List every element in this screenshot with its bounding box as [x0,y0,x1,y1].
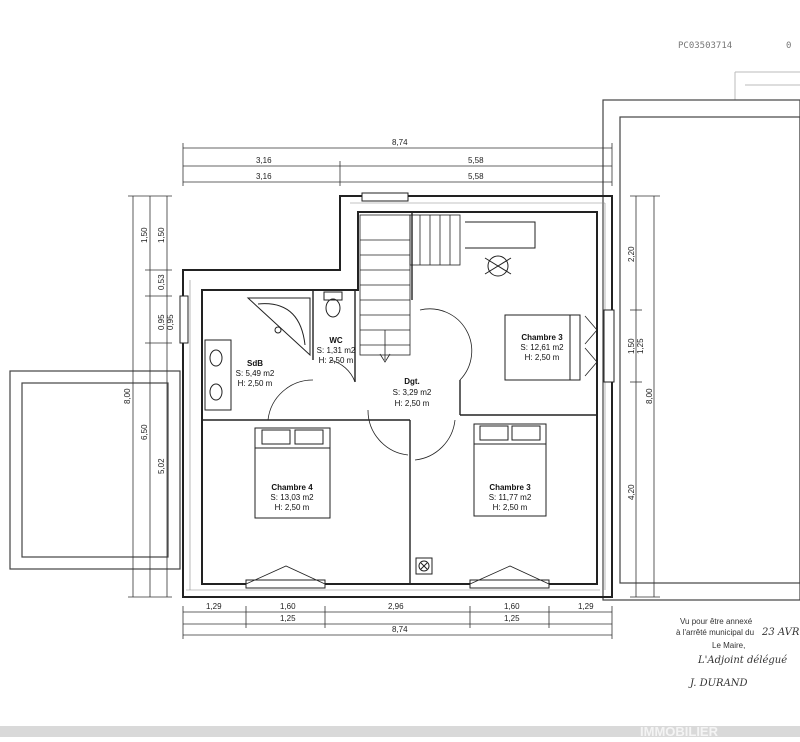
dim-left-g: 5,02 [157,458,166,474]
dim-left-b: 0,53 [157,274,166,290]
dimension-lines-bottom [182,606,613,639]
dim-bottom-2-b: 1,25 [504,614,520,623]
bed-chambre-3-bottom [473,423,547,517]
dim-top-right-1: 5,58 [468,156,484,165]
stamp-line-1: Vu pour être annexé [680,617,753,626]
dim-left-c: 0,95 [157,314,166,330]
stamp-signature: J. DURAND [688,678,748,689]
dim-right-c: 1,25 [636,338,645,354]
interior-walls [202,212,597,584]
room-chambre-3-bottom-height: H: 2,50 m [493,503,528,512]
dim-bottom-1-e: 1,29 [578,602,594,611]
dim-top-left-2: 3,16 [256,172,272,181]
room-sdb-surface: S: 5,49 m2 [236,369,275,378]
dim-top-total: 8,74 [392,138,408,147]
room-dgt-height: H: 2,50 m [395,399,430,408]
room-wc-surface: S: 1,31 m2 [317,346,356,355]
staircase [359,214,461,363]
dim-bottom-1-d: 1,60 [504,602,520,611]
room-dgt: Dgt. S: 3,29 m2 H: 2,50 m [393,377,432,408]
dim-right-d: 4,20 [627,484,636,500]
dim-bottom-1-c: 2,96 [388,602,404,611]
terrace-left [9,370,181,570]
stamp-date: 23 AVR [761,627,800,638]
bottom-band [0,726,800,737]
sinks [204,339,232,411]
stamp-line-2: à l'arrêté municipal du [676,628,754,637]
room-chambre-3-bottom-surface: S: 11,77 m2 [489,493,532,502]
room-sdb: SdB S: 5,49 m2 H: 2,50 m [236,359,275,388]
dim-left-outer-total: 8,00 [123,388,132,404]
watermark: IMMOBILIER [640,724,719,737]
room-chambre-3-bottom-name: Chambre 3 [489,483,531,492]
room-chambre-3-top-surface: S: 12,61 m2 [520,343,564,352]
room-dgt-name: Dgt. [404,377,420,386]
dim-bottom-2-a: 1,25 [280,614,296,623]
wall-hatching [186,202,606,591]
room-chambre-4-surface: S: 13,03 m2 [270,493,314,502]
dimension-lines-left [128,195,172,598]
dim-top-left-1: 3,16 [256,156,272,165]
stamp-deputy: L'Adjoint délégué [697,655,787,666]
dim-top-right-2: 5,58 [468,172,484,181]
door-swings [245,308,598,585]
room-chambre-4-name: Chambre 4 [271,483,313,492]
dim-left-d: 6,50 [140,424,149,440]
room-chambre-3-top-height: H: 2,50 m [525,353,560,362]
stamp-mayor: Le Maire, [712,641,745,650]
room-wc-name: WC [329,336,343,345]
bed-chambre-4 [254,427,331,519]
dim-bottom-total: 8,74 [392,625,408,634]
bathtub [246,297,311,357]
dimension-lines-top [182,143,613,186]
neighbor-building-right [602,99,800,601]
dim-right-b: 1,50 [627,338,636,354]
room-dgt-surface: S: 3,29 m2 [393,388,432,397]
dim-left-e: 1,50 [157,227,166,243]
room-sdb-height: H: 2,50 m [238,379,273,388]
dim-bottom-1-b: 1,60 [280,602,296,611]
document-reference-suffix: 0 [786,41,791,51]
room-wc: WC S: 1,31 m2 H: 2,50 m [317,336,356,365]
toilet [323,291,343,318]
room-chambre-4-height: H: 2,50 m [275,503,310,512]
dimension-lines-right [630,195,660,598]
room-chambre-3-bottom: Chambre 3 S: 11,77 m2 H: 2,50 m [489,483,532,512]
room-chambre-3-top: Chambre 3 S: 12,61 m2 H: 2,50 m [520,333,564,362]
dim-left-f: 0,95 [166,314,175,330]
scan-artifact [734,71,800,100]
exterior-walls [182,195,613,598]
dim-left-a: 1,50 [140,227,149,243]
room-sdb-name: SdB [247,359,263,368]
ventilation-icon [415,557,433,575]
room-chambre-4: Chambre 4 S: 13,03 m2 H: 2,50 m [270,483,314,512]
dim-bottom-1-a: 1,29 [206,602,222,611]
room-wc-height: H: 2,50 m [319,356,354,365]
approval-stamp: Vu pour être annexé à l'arrêté municipal… [676,617,800,689]
dim-right-total: 8,00 [645,388,654,404]
bed-chambre-3-top [504,314,581,381]
desk-chair [465,221,536,277]
dim-right-a: 2,20 [627,246,636,262]
room-chambre-3-top-name: Chambre 3 [521,333,563,342]
document-reference: PC03503714 [678,41,732,51]
